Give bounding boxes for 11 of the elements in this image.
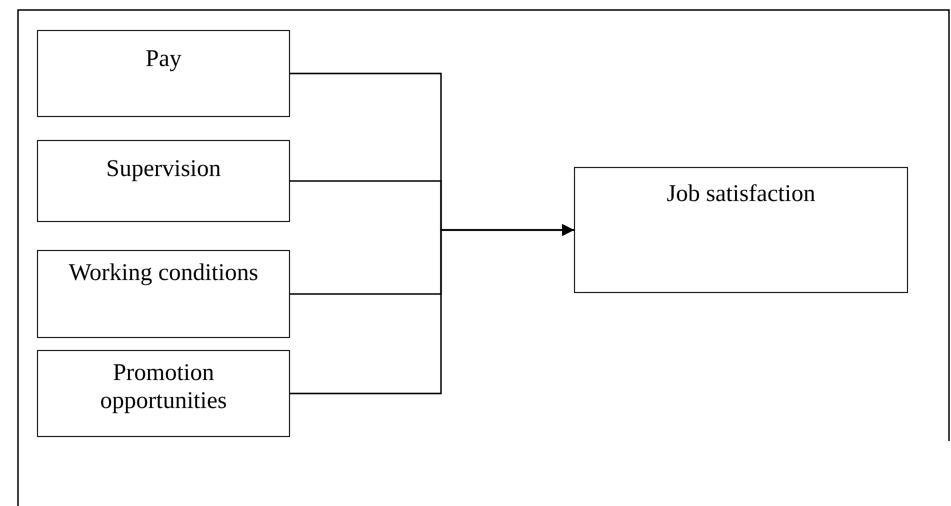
box-label: Promotion opportunities: [99, 359, 228, 415]
process-box: [37, 140, 290, 222]
box-label: Working conditions: [68, 259, 258, 287]
arrow: [290, 224, 574, 394]
box-label: Pay: [146, 45, 182, 73]
process-box: [574, 167, 908, 293]
process-box: [37, 350, 290, 437]
box-label: Supervision: [106, 155, 221, 183]
process-box: [37, 30, 290, 117]
process-box: [37, 250, 290, 338]
box-label: Job satisfaction: [666, 180, 816, 208]
